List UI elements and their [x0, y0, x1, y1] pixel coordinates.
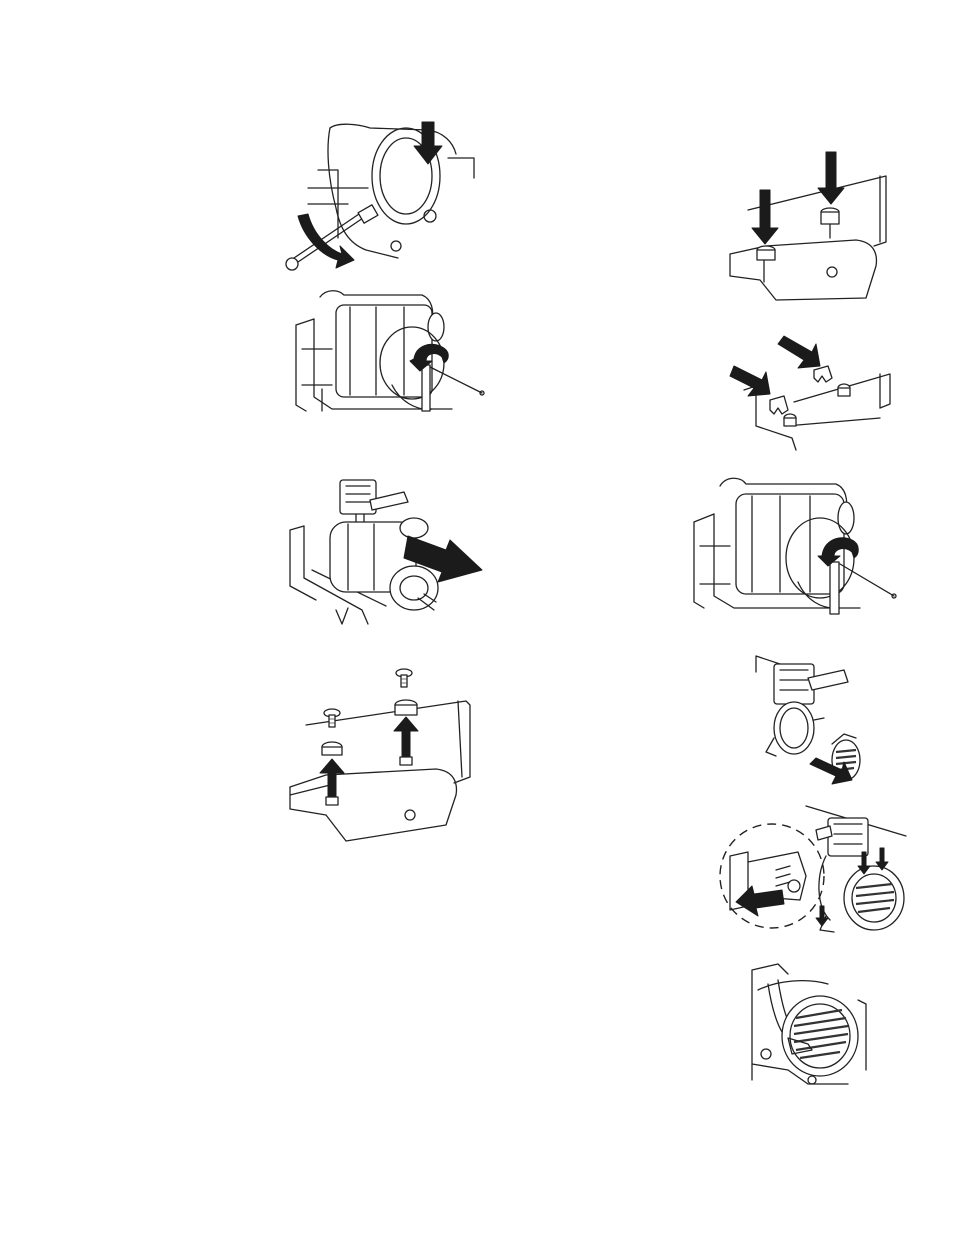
motor-bolt-turning-figure: [292, 285, 492, 425]
motor-assembly-slide-out-figure: [286, 470, 486, 630]
bracket-slide-on-figure: [730, 330, 894, 452]
screw-right: [396, 669, 412, 687]
pin-insertion-detail-figure: [716, 796, 912, 946]
mount-screw-install-figure: [726, 150, 890, 300]
screw-left: [324, 709, 340, 727]
mount-screw-removal-figure: [286, 665, 476, 845]
fan-cover-attach-figure: [752, 648, 862, 786]
detail-callout-circle: [720, 824, 824, 928]
fan-cover-closeup-figure: [748, 960, 870, 1090]
motor-bolt-tightening-figure: [690, 472, 900, 632]
pump-housing-removal-figure: [278, 118, 478, 278]
